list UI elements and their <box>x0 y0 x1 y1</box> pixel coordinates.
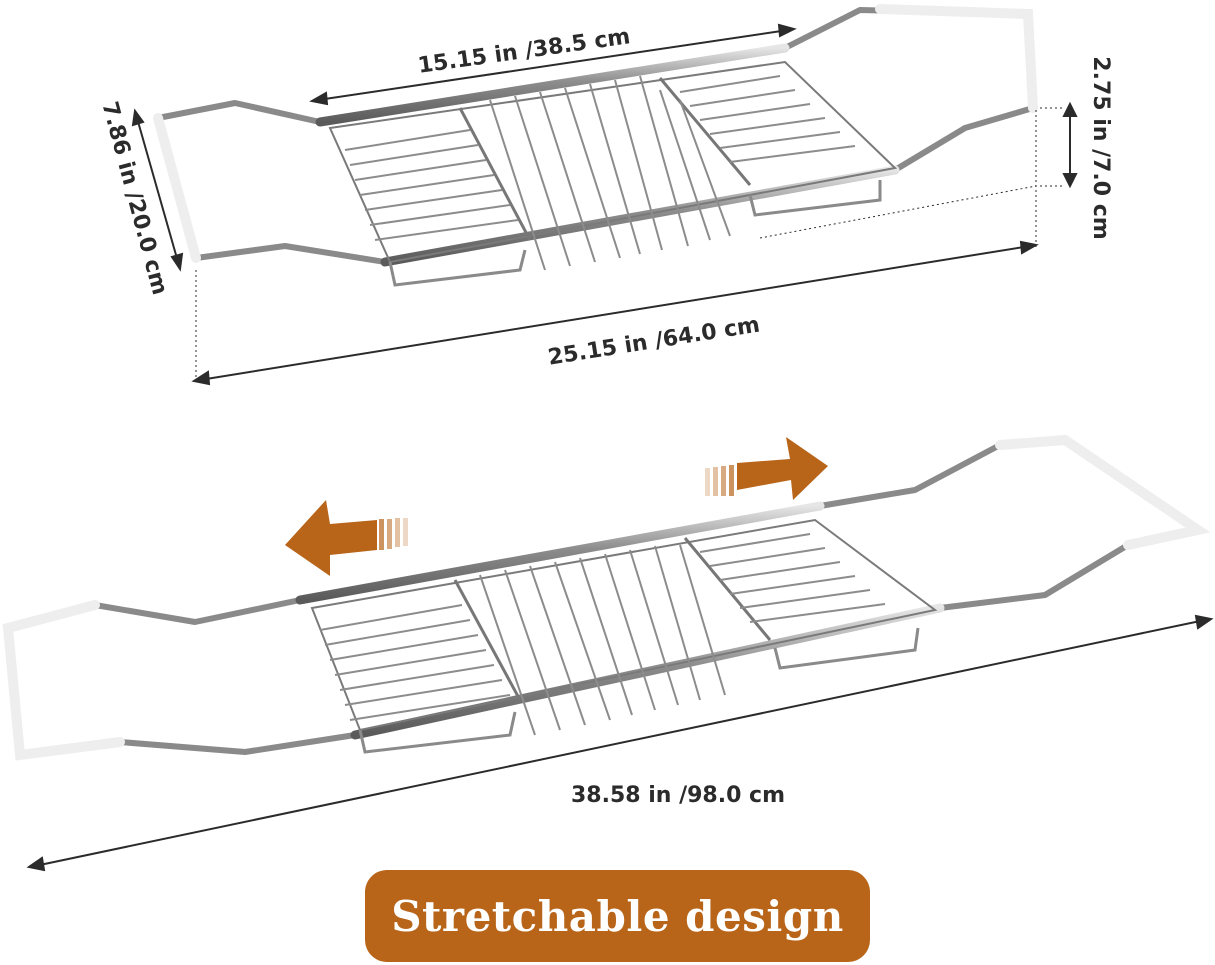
right-grip-closed <box>875 4 1038 113</box>
right-handle-closed <box>783 7 1036 173</box>
top-rail-closed <box>315 43 790 127</box>
left-grip-extended <box>2 600 125 761</box>
arrow-right-icon <box>705 437 828 500</box>
dim-basket-length: 15.15 in /38.5 cm <box>416 24 631 79</box>
dim-closed-length: 25.15 in /64.0 cm <box>546 312 761 370</box>
left-grip-closed <box>153 113 201 263</box>
left-handle-extended <box>5 597 356 758</box>
dim-extended-length: 38.58 in /98.0 cm <box>571 783 785 808</box>
right-handle-extended <box>819 437 1201 611</box>
right-grip-extended <box>995 434 1211 550</box>
dimension-line-extended <box>26 614 1214 872</box>
top-rail-extended <box>295 501 825 605</box>
basket-closed <box>328 60 898 264</box>
caddy-closed <box>153 4 1038 287</box>
banner-label: Stretchable design <box>391 891 844 941</box>
arrow-left-icon <box>285 500 408 576</box>
stretchable-design-banner: Stretchable design <box>365 870 870 962</box>
dimension-lines-closed <box>131 23 1078 386</box>
caddy-extended <box>2 434 1211 761</box>
dim-height: 2.75 in /7.0 cm <box>1088 56 1113 239</box>
